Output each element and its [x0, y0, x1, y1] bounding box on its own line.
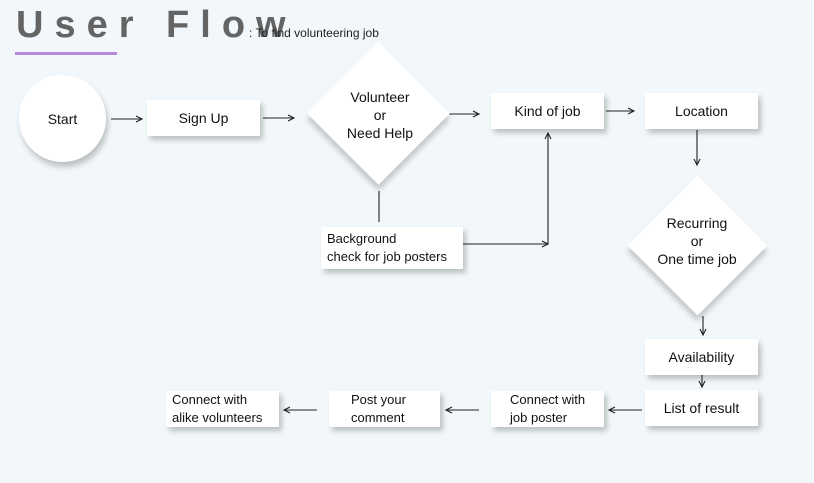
start-node: Start: [19, 75, 106, 162]
background-check-node: Background check for job posters: [321, 227, 463, 269]
page-subtitle: : To find volunteering job: [249, 26, 379, 40]
connect-job-poster-node: Connect with job poster: [491, 391, 604, 427]
signup-label: Sign Up: [178, 110, 229, 126]
list-of-result-label: List of result: [663, 400, 740, 416]
decision1-line1: Volunteer: [350, 89, 410, 105]
volunteer-or-help-label: Volunteer or Need Help: [330, 88, 430, 142]
background-line2: check for job posters: [327, 249, 447, 264]
connect-volunteers-node: Connect with alike volunteers: [166, 391, 279, 427]
kind-of-job-node: Kind of job: [491, 93, 604, 129]
decision2-line3: One time job: [657, 251, 737, 267]
availability-node: Availability: [645, 339, 758, 375]
decision1-line3: Need Help: [346, 125, 414, 141]
connect-volunteers-line1: Connect with: [172, 392, 248, 407]
decision2-line2: or: [690, 233, 704, 249]
post-comment-node: Post your comment: [329, 391, 440, 427]
connect-poster-line2: job poster: [510, 410, 568, 425]
location-node: Location: [645, 93, 758, 129]
connect-volunteers-line2: alike volunteers: [172, 410, 263, 425]
background-line1: Background: [327, 231, 397, 246]
kind-of-job-label: Kind of job: [514, 103, 581, 119]
list-of-result-node: List of result: [645, 390, 758, 426]
post-comment-line2: comment: [351, 410, 405, 425]
signup-node: Sign Up: [147, 100, 260, 136]
title-underline: [15, 52, 117, 55]
page-title: User Flow: [16, 4, 297, 46]
decision1-line2: or: [373, 107, 387, 123]
post-comment-line1: Post your: [351, 392, 406, 407]
location-label: Location: [675, 103, 728, 119]
start-label: Start: [47, 110, 78, 127]
recurring-or-one-time-label: Recurring or One time job: [655, 214, 739, 268]
connect-poster-line1: Connect with: [510, 392, 586, 407]
availability-label: Availability: [668, 349, 735, 365]
decision2-line1: Recurring: [666, 215, 728, 231]
